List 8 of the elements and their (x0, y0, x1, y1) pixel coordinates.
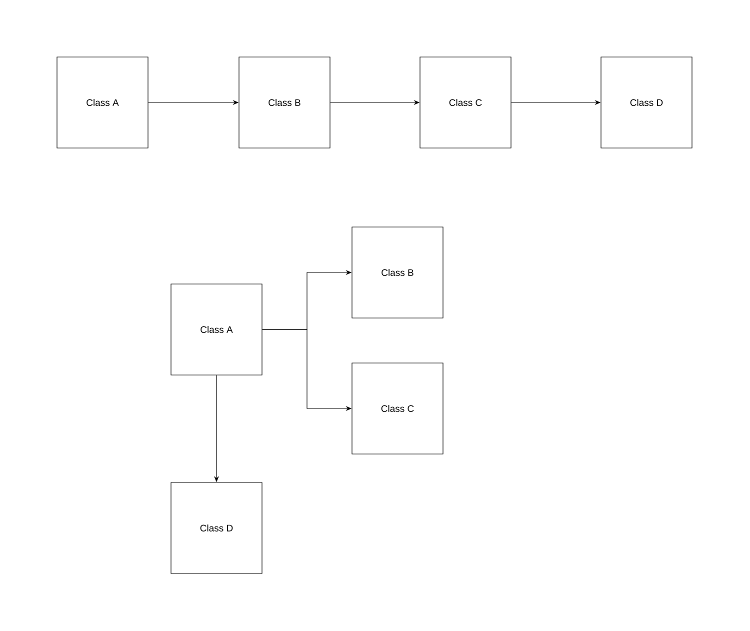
class-box: Class D (600, 56, 692, 148)
class-box: Class C (352, 362, 444, 454)
class-box: Class B (238, 56, 330, 148)
class-box: Class D (170, 482, 262, 574)
class-box: Class B (352, 226, 444, 318)
class-box: Class A (56, 56, 148, 148)
class-box: Class C (420, 56, 512, 148)
class-box: Class A (170, 284, 262, 376)
